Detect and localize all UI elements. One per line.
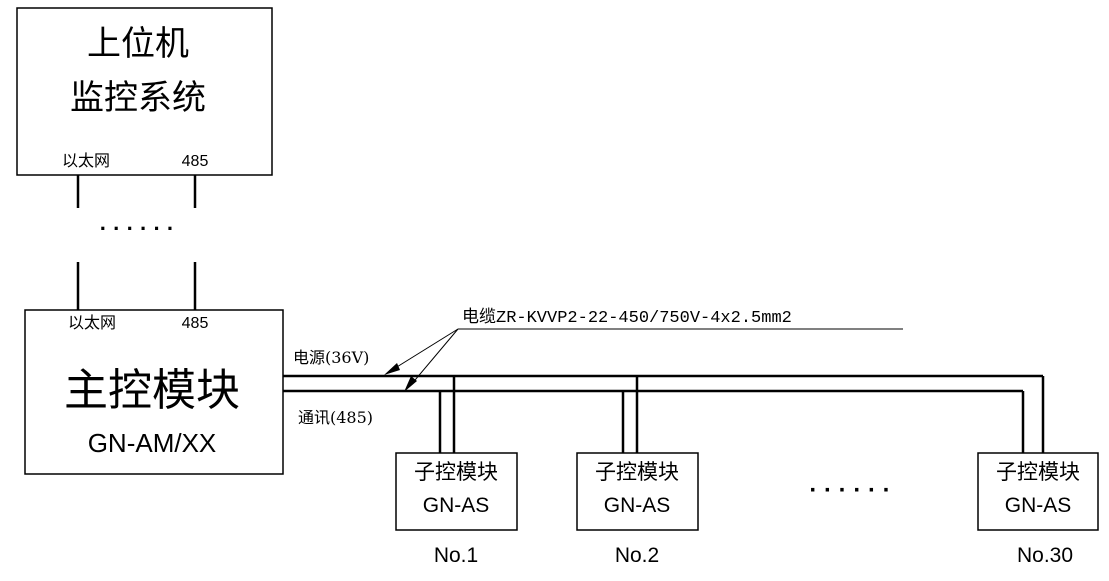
master-module-title: 主控模块 xyxy=(64,365,240,416)
sub-module-2-number: No.2 xyxy=(615,544,659,567)
upper-system-box xyxy=(16,7,273,176)
sub-module-2-model: GN-AS xyxy=(604,494,671,517)
sub-module-2: 子控模块 GN-AS No.2 xyxy=(576,376,699,567)
master-port-485: 485 xyxy=(182,315,209,332)
upper-system-port-485: 485 xyxy=(182,153,209,170)
upper-system-title-line1: 上位机 xyxy=(87,24,189,64)
upper-monitoring-system: 上位机 监控系统 以太网 485 xyxy=(16,7,273,176)
upper-system-port-ethernet: 以太网 xyxy=(62,151,110,170)
power-line-label: 电源(36V) xyxy=(293,348,369,367)
sub-module-1-number: No.1 xyxy=(434,544,478,567)
sub-module-1-title: 子控模块 xyxy=(414,460,498,484)
comm-line-label: 通讯(485) xyxy=(298,408,373,427)
sub-module-30: 子控模块 GN-AS No.30 xyxy=(977,376,1099,567)
sub-module-2-title: 子控模块 xyxy=(595,460,679,484)
sub-module-30-box xyxy=(977,452,1099,531)
sub-module-30-model: GN-AS xyxy=(1005,494,1072,517)
cable-leader-1-arrowhead xyxy=(384,363,400,375)
sub-module-ellipsis: · · · · · · xyxy=(809,477,890,504)
sub-module-1-model: GN-AS xyxy=(423,494,490,517)
cable-leader-2-arrowhead xyxy=(404,376,417,392)
sub-module-30-number: No.30 xyxy=(1017,544,1073,567)
sub-module-30-title: 子控模块 xyxy=(996,460,1080,484)
cable-leader-1 xyxy=(391,328,459,371)
cable-spec-label: 电缆ZR-KVVP2-22-450/750V-4x2.5mm2 xyxy=(462,307,792,328)
master-module-model: GN-AM/XX xyxy=(88,428,217,458)
cable-leader-2 xyxy=(409,328,459,387)
sub-module-1: 子控模块 GN-AS No.1 xyxy=(395,376,518,567)
cable-annotation: 电缆ZR-KVVP2-22-450/750V-4x2.5mm2 电源(36V) … xyxy=(293,307,903,427)
sub-module-2-box xyxy=(576,452,699,531)
sub-module-1-box xyxy=(395,452,518,531)
bus-lines xyxy=(283,374,1043,393)
master-control-module: 以太网 485 主控模块 GN-AM/XX xyxy=(24,309,284,475)
upper-system-title-line2: 监控系统 xyxy=(70,78,206,118)
uplink-ellipsis: · · · · · · xyxy=(100,216,175,241)
uplink-wires: · · · · · · xyxy=(76,175,197,310)
master-port-ethernet: 以太网 xyxy=(68,313,116,332)
